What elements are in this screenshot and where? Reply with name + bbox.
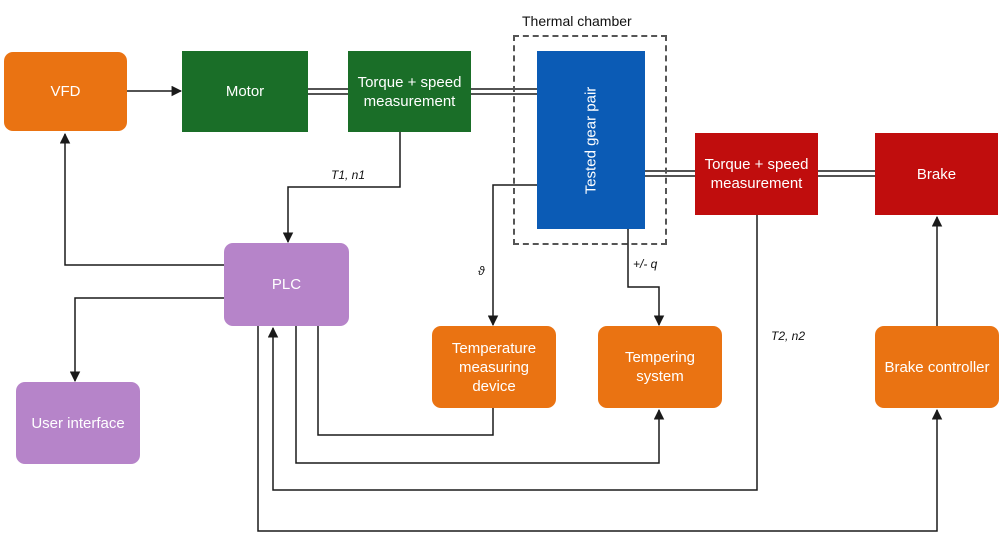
signal-label-heat-flow: +/- q	[633, 257, 658, 271]
arrow-plc-ui	[69, 292, 234, 383]
vfd-node: VFD	[4, 52, 127, 131]
line-tempdev-to-plc	[317, 326, 494, 436]
arrow-gear-to-tempdev	[487, 184, 537, 327]
arrow-plc-to-tempering	[295, 326, 665, 464]
signal-label-t2-n2: T2, n2	[771, 329, 806, 343]
torque-speed-measurement-2: Torque + speed measurement	[695, 133, 818, 215]
arrow-tsm2-to-plc	[267, 215, 758, 491]
arrow-plc-to-vfd	[59, 132, 226, 266]
signal-label-t1-n1: T1, n1	[331, 168, 366, 182]
brake-node: Brake	[875, 133, 998, 215]
arrow-plc-to-brakectrl	[257, 326, 943, 532]
arrow-tsm1-to-plc	[282, 132, 401, 244]
signal-label-theta: ϑ	[478, 264, 485, 278]
motor-node: Motor	[182, 51, 308, 132]
brake-controller-node: Brake controller	[875, 326, 999, 408]
tempering-system-node: Tempering system	[598, 326, 722, 408]
user-interface-node: User interface	[16, 382, 140, 464]
thermal-chamber-label: Thermal chamber	[522, 13, 632, 29]
torque-speed-measurement-1: Torque + speed measurement	[348, 51, 471, 132]
thermal-chamber-boundary	[513, 35, 667, 245]
temperature-measuring-device-node: Temperature measuring device	[432, 326, 556, 408]
tested-gear-pair-label: Tested gear pair	[582, 86, 600, 194]
plc-node: PLC	[224, 243, 349, 326]
tested-gear-pair-node: Tested gear pair	[537, 51, 645, 229]
arrow-gear-tempering	[622, 220, 665, 327]
